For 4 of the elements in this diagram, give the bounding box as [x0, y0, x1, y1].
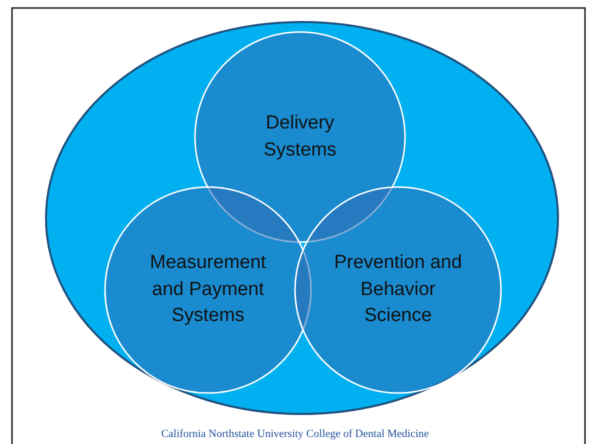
circle-label: Prevention and Behavior Science [334, 251, 462, 328]
footer-text: California Northstate University College of Dental Medicine [160, 428, 430, 440]
circle-label: Delivery Systems [262, 111, 338, 162]
circle-label: Measurement and Payment Systems [148, 251, 268, 328]
